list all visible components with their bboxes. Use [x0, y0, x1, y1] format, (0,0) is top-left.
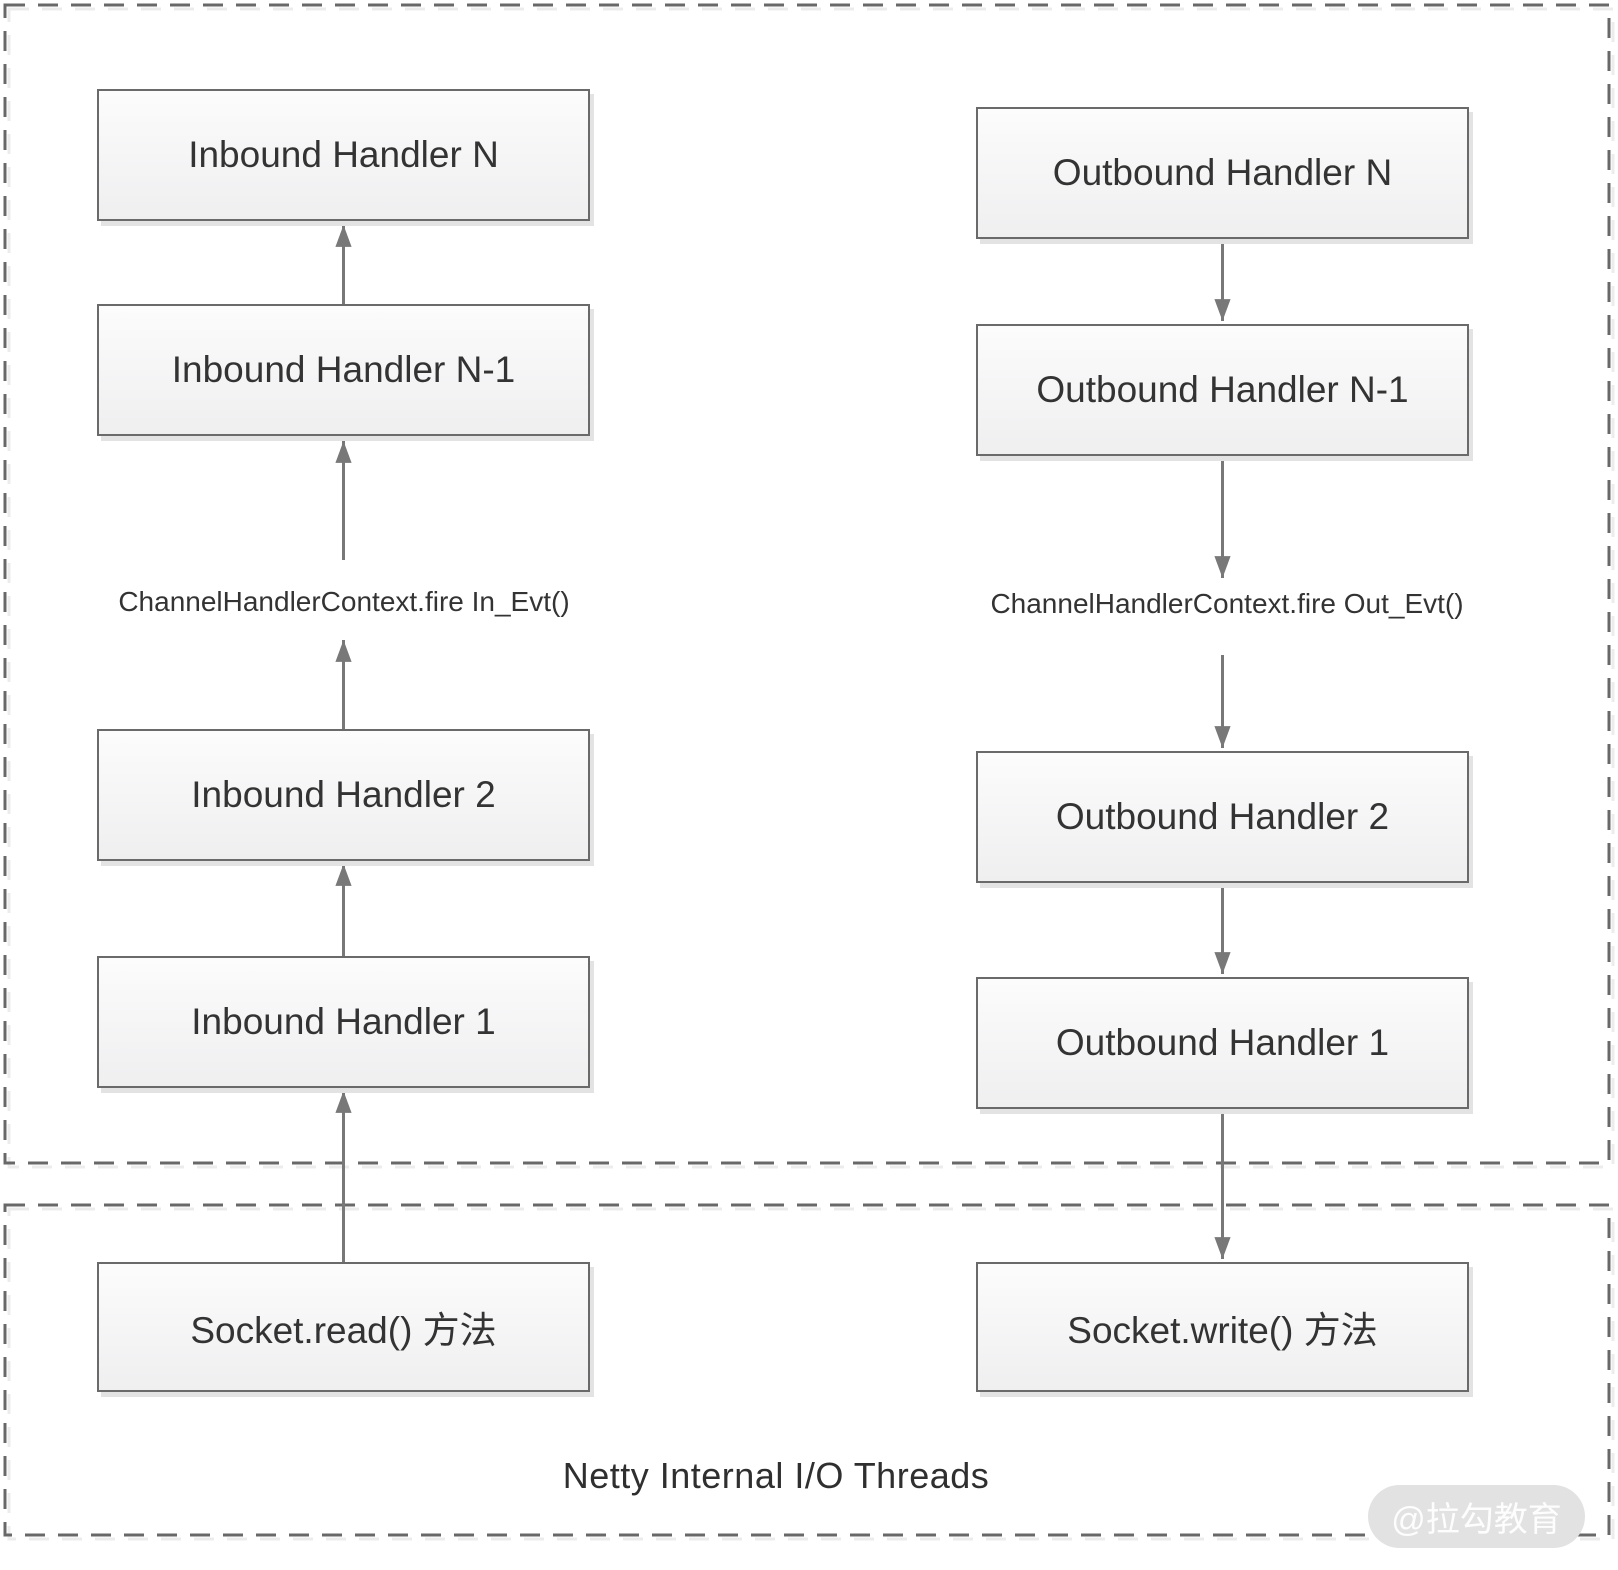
io-threads-region-frame	[3, 1203, 1611, 1537]
lagou-watermark-badge: @拉勾教育	[1368, 1485, 1585, 1548]
io-threads-region-title: Netty Internal I/O Threads	[562, 1455, 990, 1496]
box-outbound-handler-n: Outbound Handler N	[976, 107, 1469, 239]
pipeline-region-frame	[3, 3, 1611, 1165]
box-inbound-handler-n: Inbound Handler N	[97, 89, 590, 221]
label-fire-inbound-event: ChannelHandlerContext.fire In_Evt()	[118, 586, 570, 617]
box-socket-read: Socket.read() 方法	[97, 1262, 590, 1392]
label-fire-outbound-event: ChannelHandlerContext.fire Out_Evt()	[990, 588, 1464, 619]
pipeline-frame-shadow	[7, 7, 1615, 1169]
box-outbound-handler-2: Outbound Handler 2	[976, 751, 1469, 883]
box-outbound-handler-1: Outbound Handler 1	[976, 977, 1469, 1109]
box-outbound-handler-n1: Outbound Handler N-1	[976, 324, 1469, 456]
box-inbound-handler-2: Inbound Handler 2	[97, 729, 590, 861]
box-inbound-handler-n1: Inbound Handler N-1	[97, 304, 590, 436]
io-frame-shadow	[7, 1207, 1615, 1541]
box-socket-write: Socket.write() 方法	[976, 1262, 1469, 1392]
box-inbound-handler-1: Inbound Handler 1	[97, 956, 590, 1088]
